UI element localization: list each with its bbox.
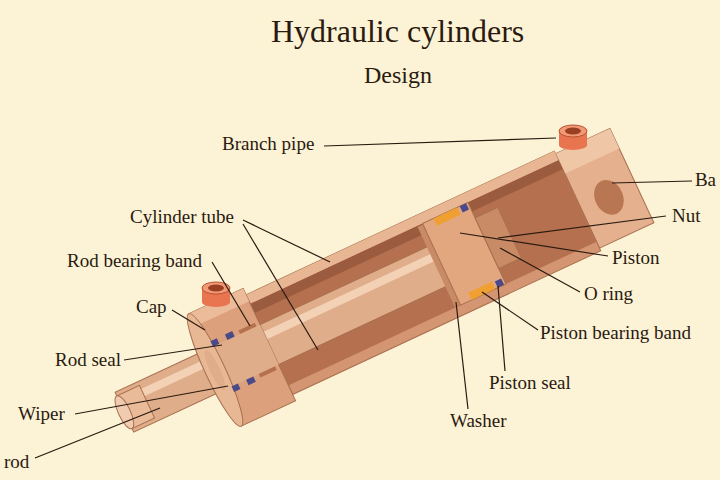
part-label: Piston bearing band — [540, 323, 691, 344]
part-label: Nut — [672, 206, 701, 227]
part-label: rod — [4, 452, 29, 473]
diagram-title: Hydraulic cylinders — [271, 14, 524, 49]
part-label: Piston seal — [489, 373, 571, 394]
part-label: O ring — [584, 284, 633, 305]
part-label: Rod seal — [55, 350, 121, 371]
part-label: Wiper — [18, 404, 65, 425]
part-label: Cylinder tube — [130, 207, 234, 228]
part-label: Branch pipe — [222, 134, 314, 155]
part-label: Cap — [136, 297, 167, 318]
part-label: Rod bearing band — [67, 251, 202, 272]
part-label: Ba — [695, 170, 716, 191]
part-label: Washer — [450, 411, 507, 432]
part-label: Piston — [612, 248, 660, 269]
subtitle: Design — [364, 62, 432, 88]
